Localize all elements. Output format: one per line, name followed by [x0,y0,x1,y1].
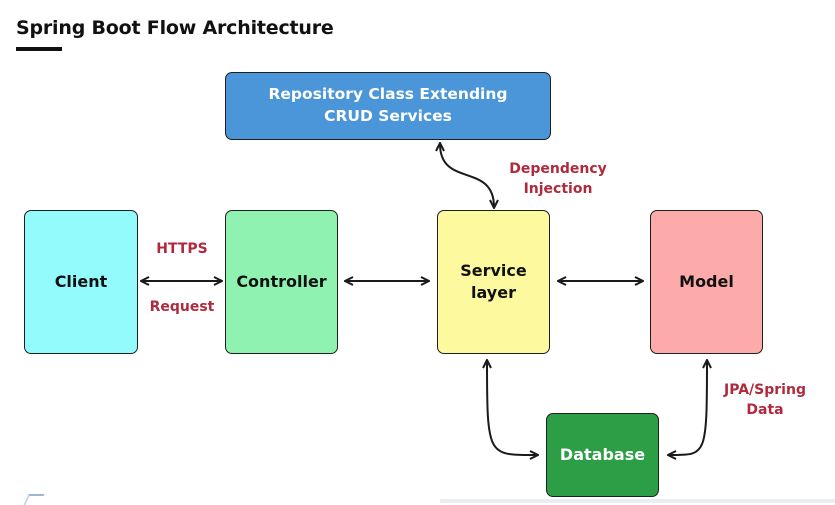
repository-node: Repository Class Extending CRUD Services [225,72,551,140]
client-node: Client [24,210,138,354]
footer-divider [440,499,835,503]
logo-icon [23,494,45,505]
service-layer-label: Service layer [460,260,527,302]
jpa-spring-data-label: JPA/Spring Data [724,382,806,418]
arrow-service-repository [440,144,494,207]
repository-label: Repository Class Extending CRUD Services [268,85,508,125]
client-label: Client [54,271,108,291]
arrow-service-database [487,361,537,455]
arrow-model-database [669,361,707,455]
title-underline [16,47,62,51]
page-title: Spring Boot Flow Architecture [16,17,334,39]
model-label: Model [679,271,734,291]
model-node: Model [650,210,763,354]
https-label: HTTPS [156,241,208,257]
database-label: Database [559,444,646,464]
dependency-injection-label: Dependency Injection [509,161,607,197]
database-node: Database [546,413,659,497]
controller-label: Controller [236,271,327,291]
request-label: Request [149,299,215,315]
controller-node: Controller [225,210,338,354]
service-layer-node: Service layer [437,210,550,354]
